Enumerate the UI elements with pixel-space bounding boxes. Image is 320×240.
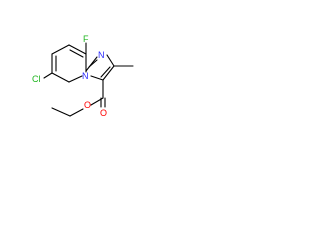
chlorine-label: Cl [32, 74, 41, 84]
imidazole-nitrogen-label: N [98, 50, 105, 60]
bond-c5-c4 [51, 72, 70, 83]
bond-c7-c6 [51, 44, 70, 55]
bond-c3-n-bridge [90, 75, 104, 81]
bond-carbonyl-o-ester [90, 97, 104, 106]
fluorine-label: F [83, 34, 89, 44]
bond-c2-c3 [102, 65, 115, 81]
bond-c8a-n1-double [88, 59, 98, 68]
bond-c2-c3-double [100, 66, 111, 78]
bond-ch2-ch3 [51, 107, 71, 117]
bond-o-ch2 [69, 108, 84, 117]
carbonyl-oxygen-label: O [100, 108, 107, 118]
ester-oxygen-label: O [84, 100, 91, 110]
bond-c8-c7-double [69, 49, 84, 58]
structure-canvas: F Cl N N O O [0, 0, 152, 152]
bond-c8-c7 [68, 44, 87, 55]
bond-c4-n-bridge [68, 75, 83, 83]
molecule-structure: F Cl N N O O [32, 34, 134, 118]
bond-c6-cl [43, 72, 53, 79]
bridgehead-nitrogen-label: N [82, 71, 89, 81]
bond-n1-c2 [106, 54, 115, 67]
bond-c8a-n1 [85, 56, 98, 72]
